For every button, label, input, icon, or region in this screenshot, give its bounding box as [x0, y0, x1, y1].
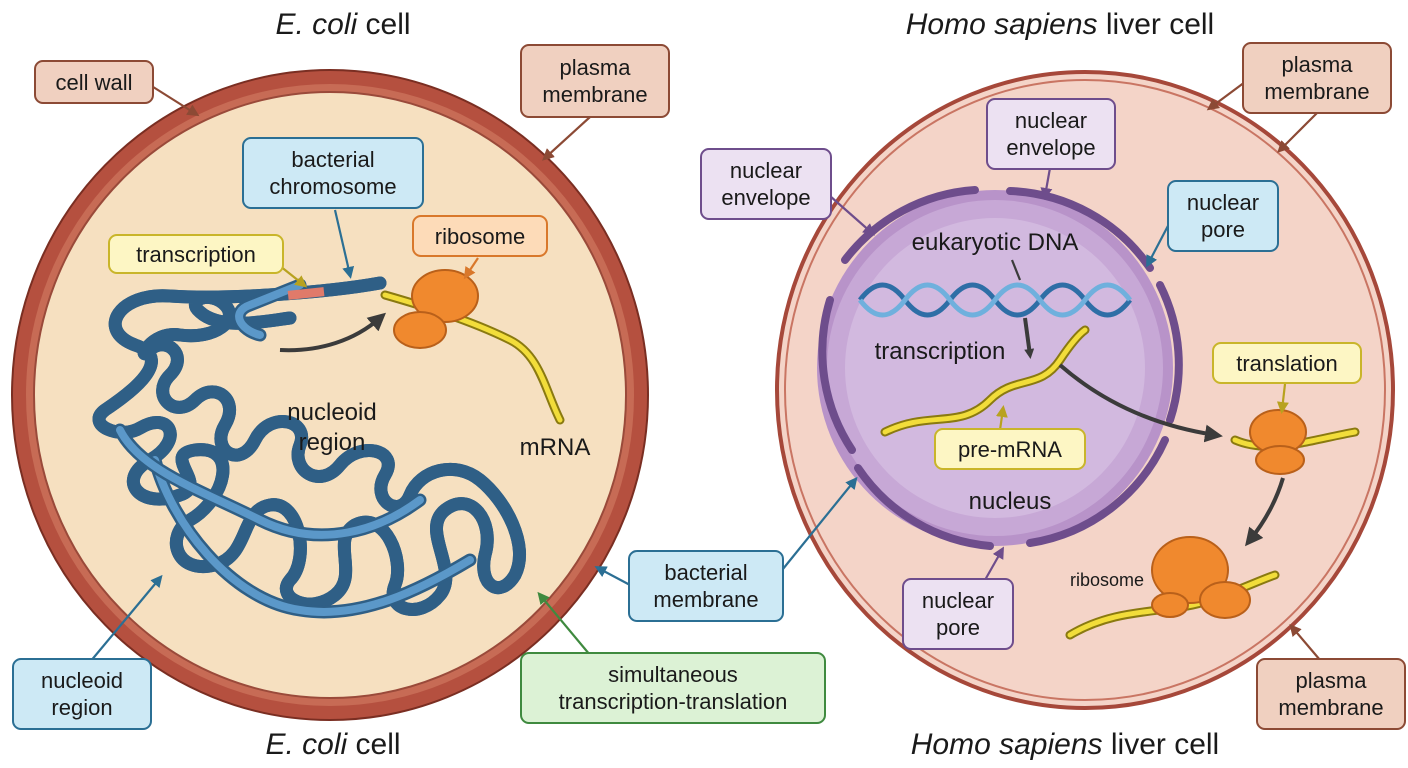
homo-title-suffix: liver cell [1097, 8, 1215, 41]
label-mrna: mRNA [519, 434, 591, 461]
homo-title-bottom: Homo sapiens liver cell [911, 728, 1219, 762]
ecoli-title-suffix: cell [357, 8, 411, 41]
label-human-transcription: transcription [874, 338, 1006, 365]
export-arrow [1058, 363, 1223, 443]
label-simultaneous-transcription-translation: simultaneous transcription-translation [520, 652, 826, 724]
eukaryotic-dna-helix [858, 282, 1132, 318]
homo-title-top: Homo sapiens liver cell [906, 8, 1214, 42]
label-nucleus: nucleus [968, 488, 1052, 515]
label-nuclear-envelope-top: nuclear envelope [986, 98, 1116, 170]
label-nucleoid-region-inner: nucleoid region [287, 399, 377, 456]
bottom-ribosome [1151, 536, 1251, 619]
transcription-arrow [1023, 317, 1035, 359]
ecoli-coupling-arrow [279, 312, 387, 353]
homo-title-suffix-bottom: liver cell [1102, 728, 1220, 761]
label-human-plasma-membrane-top: plasma membrane [1242, 42, 1392, 114]
ribosome-arrow [1245, 477, 1285, 547]
label-nuclear-envelope-left: nuclear envelope [700, 148, 832, 220]
label-ecoli-plasma-membrane: plasma membrane [520, 44, 670, 118]
translation-ribosome [1249, 409, 1307, 475]
ecoli-title-top: E. coli cell [275, 8, 410, 42]
label-nuclear-pore-right: nuclear pore [1167, 180, 1279, 252]
label-ecoli-transcription: transcription [108, 234, 284, 274]
label-ecoli-ribosome: ribosome [412, 215, 548, 257]
label-human-plasma-membrane-bottom: plasma membrane [1256, 658, 1406, 730]
ecoli-title-suffix-bottom: cell [347, 728, 401, 761]
label-nucleoid-region: nucleoid region [12, 658, 152, 730]
label-human-ribosome: ribosome [1069, 570, 1145, 590]
ecoli-species-name-bottom: E. coli [265, 728, 348, 761]
nuclear-envelope-segments [818, 186, 1183, 550]
homo-species-name: Homo sapiens [905, 8, 1098, 41]
label-eukaryotic-dna: eukaryotic DNA [911, 229, 1079, 256]
ecoli-title-bottom: E. coli cell [265, 728, 400, 762]
label-bacterial-chromosome: bacterial chromosome [242, 137, 424, 209]
ecoli-ribosome [393, 269, 479, 349]
leader-arrows [89, 81, 1321, 663]
label-pre-mrna: pre-mRNA [934, 428, 1086, 470]
label-translation: translation [1212, 342, 1362, 384]
bacterial-chromosome-shape [99, 276, 520, 619]
label-cell-wall: cell wall [34, 60, 154, 104]
label-nuclear-pore-bottom: nuclear pore [902, 578, 1014, 650]
label-bacterial-membrane: bacterial membrane [628, 550, 784, 622]
homo-species-name-bottom: Homo sapiens [910, 728, 1103, 761]
ecoli-species-name: E. coli [275, 8, 358, 41]
